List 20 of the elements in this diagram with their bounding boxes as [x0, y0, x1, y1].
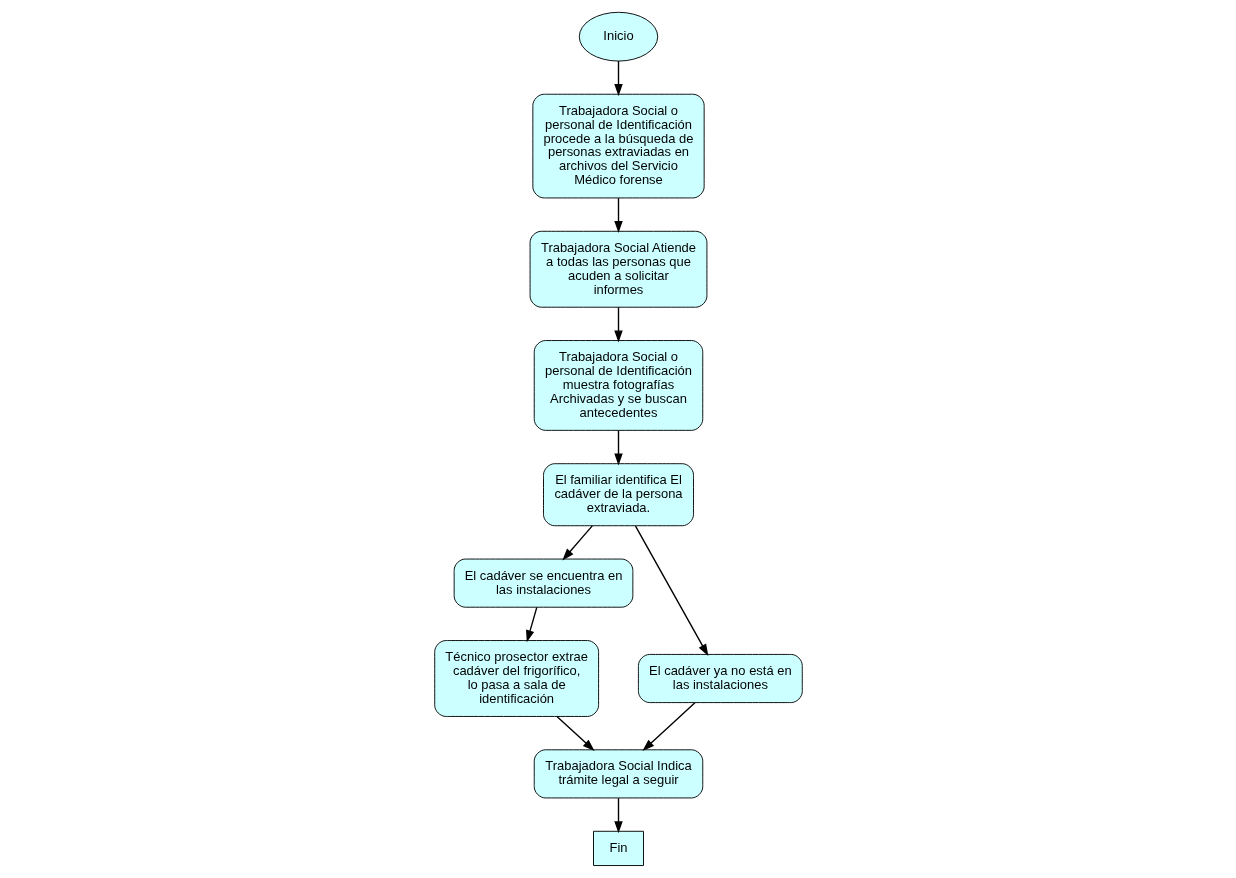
arrow	[634, 525, 708, 657]
arrow	[556, 715, 595, 751]
arrow	[613, 429, 623, 466]
node-box: Trabajadora Social o personal de Identificación muestra fotografías Archivadas y se buscan antecedentes	[533, 340, 703, 431]
node-box: Técnico prosector extrae cadáver del frigorífico, lo pasa a sala de identificación	[433, 640, 599, 717]
node-ellipse: Inicio	[578, 11, 658, 62]
node-box: Trabajadora Social o personal de Identificación procede a la búsqueda de personas extraviadas en archivos del Servicio Médico forense	[531, 93, 705, 199]
arrow	[613, 306, 623, 343]
node-box: El cadáver se encuentra en las instalaciones	[453, 558, 633, 608]
arrow	[525, 606, 537, 643]
node-box: Trabajadora Social Indica trámite legal a seguir	[533, 749, 703, 799]
node-box: El familiar identifica El cadáver de la persona extraviada.	[542, 463, 694, 527]
node-box: El cadáver ya no está en las instalaciones	[637, 653, 803, 704]
node-box: Trabajadora Social Atiende a todas las personas que acuden a solicitar informes	[529, 230, 707, 308]
arrow	[641, 702, 696, 751]
arrow	[561, 525, 593, 561]
arrow	[613, 197, 623, 234]
arrow	[613, 60, 623, 97]
arrow	[613, 797, 623, 834]
node-box: Fin	[592, 830, 644, 866]
